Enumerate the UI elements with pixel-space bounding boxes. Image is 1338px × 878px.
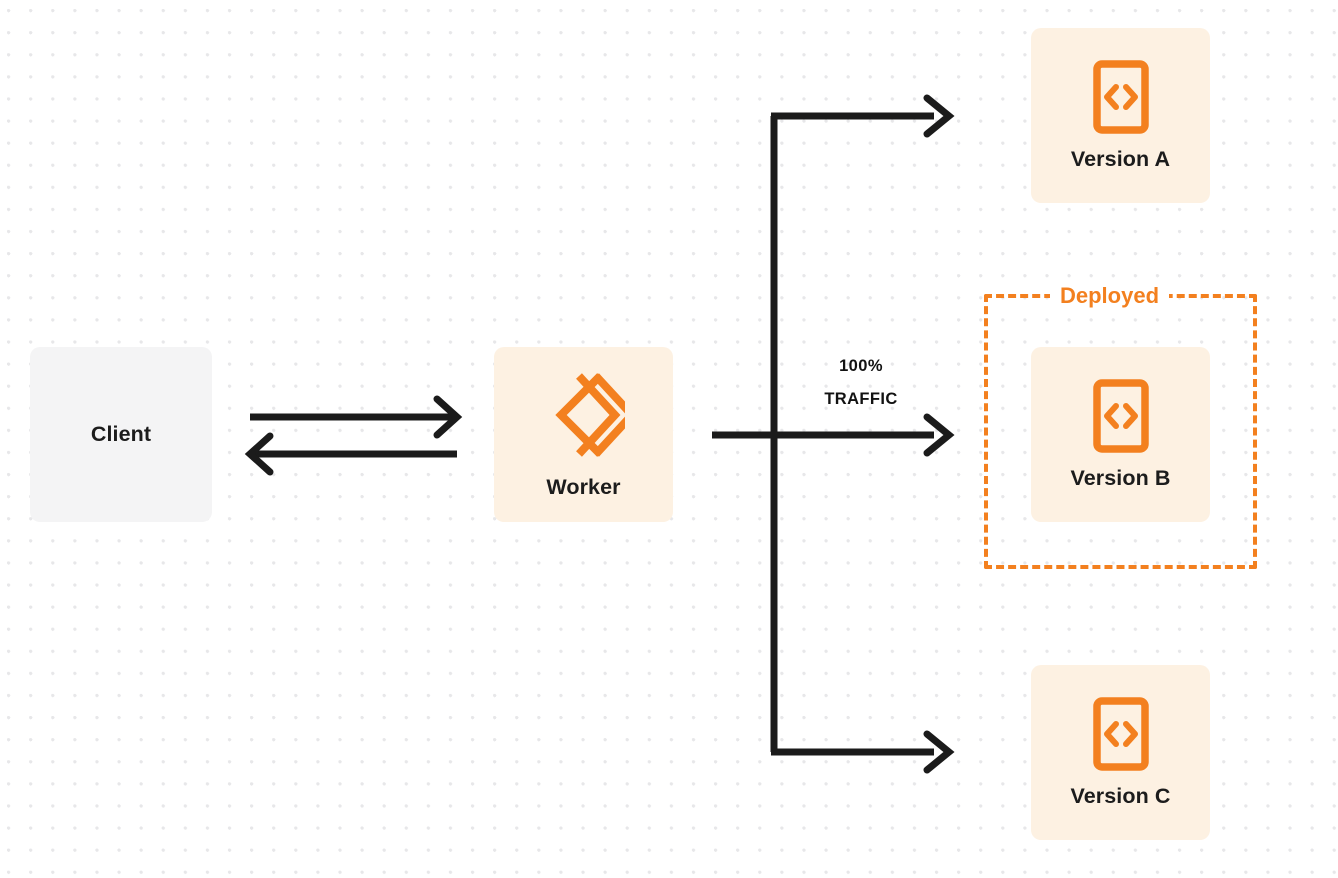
deployed-group-label: Deployed xyxy=(1050,284,1170,308)
edge-worker-to-client xyxy=(244,432,457,476)
node-version-c-label: Version C xyxy=(1070,783,1171,808)
node-version-b[interactable]: Version B xyxy=(1031,347,1210,522)
cloudflare-workers-logo-icon xyxy=(543,370,625,460)
node-version-b-label: Version B xyxy=(1070,465,1171,490)
node-worker-label: Worker xyxy=(546,474,621,499)
node-worker[interactable]: Worker xyxy=(494,347,673,522)
traffic-word: TRAFFIC xyxy=(824,390,898,408)
code-brackets-icon xyxy=(1092,59,1149,134)
traffic-label: 100% TRAFFIC xyxy=(786,350,936,416)
code-brackets-icon xyxy=(1092,696,1149,771)
edge-worker-to-version-b xyxy=(712,413,955,457)
node-version-c[interactable]: Version C xyxy=(1031,665,1210,840)
edge-worker-to-version-a xyxy=(771,94,955,138)
node-version-a[interactable]: Version A xyxy=(1031,28,1210,203)
node-version-a-label: Version A xyxy=(1070,146,1171,171)
traffic-percent: 100% xyxy=(839,357,883,375)
edge-client-to-worker xyxy=(250,395,463,439)
node-client[interactable]: Client xyxy=(30,347,212,522)
node-client-label: Client xyxy=(90,421,152,446)
edge-worker-to-version-c xyxy=(771,730,955,774)
code-brackets-icon xyxy=(1092,378,1149,453)
